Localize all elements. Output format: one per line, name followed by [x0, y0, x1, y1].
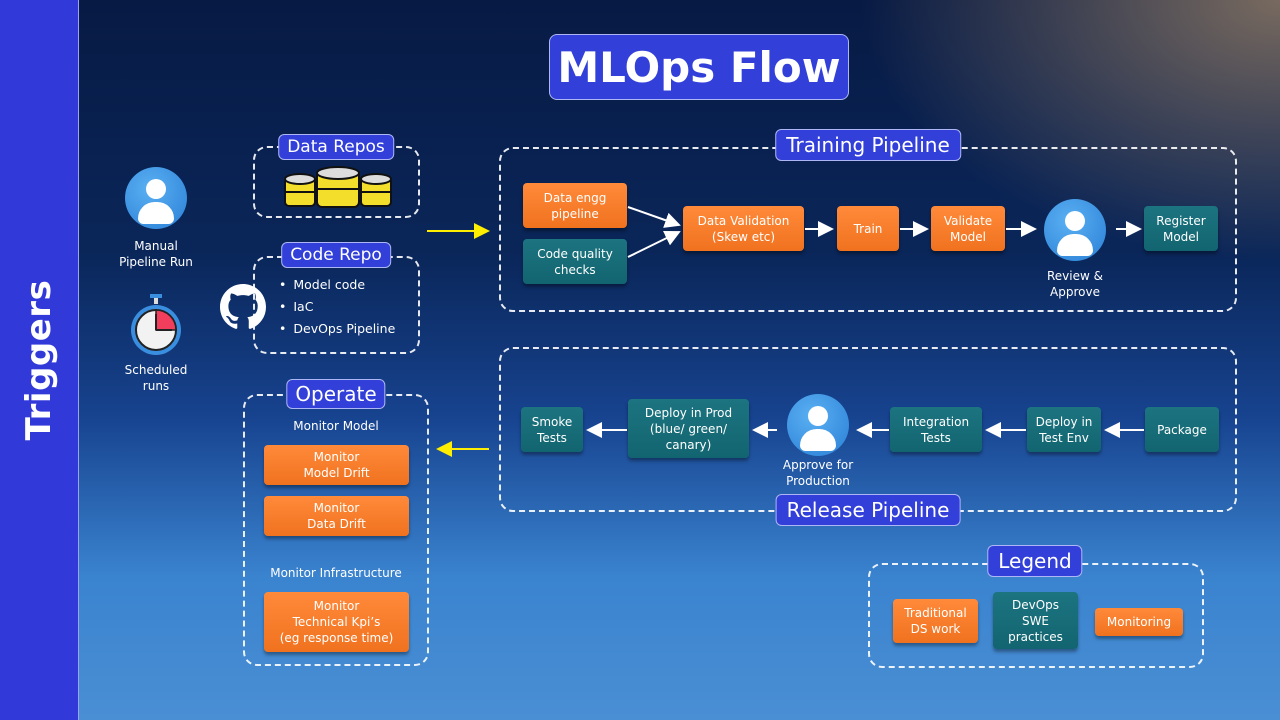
operate-label: Operate — [286, 379, 386, 409]
validate-model-node: Validate Model — [931, 206, 1005, 251]
code-quality-node: Code quality checks — [523, 239, 627, 284]
code-repo-label: Code Repo — [281, 242, 391, 268]
train-node: Train — [837, 206, 899, 251]
page-title: MLOps Flow — [549, 34, 849, 100]
monitor-model-drift-node: Monitor Model Drift — [264, 445, 409, 485]
legend-label: Legend — [987, 545, 1083, 577]
data-repos-label: Data Repos — [278, 134, 394, 160]
approve-production-user-icon — [787, 394, 849, 456]
register-model-node: Register Model — [1144, 206, 1218, 251]
code-repo-item: Model code — [279, 274, 395, 296]
review-approve-user-icon — [1044, 199, 1106, 261]
approve-production-caption: Approve for Production — [782, 458, 854, 488]
database-icon — [284, 166, 392, 208]
legend-devops-swe: DevOps SWE practices — [993, 592, 1078, 649]
review-approve-caption: Review & Approve — [1047, 269, 1103, 299]
smoke-tests-node: Smoke Tests — [521, 407, 583, 452]
legend-monitoring: Monitoring — [1095, 608, 1183, 636]
data-validation-node: Data Validation (Skew etc) — [683, 206, 804, 251]
stopwatch-icon — [131, 294, 181, 355]
code-repo-item: IaC — [279, 296, 395, 318]
code-repo-list: Model code IaC DevOps Pipeline — [279, 274, 395, 340]
manual-run-caption: Manual Pipeline Run — [119, 239, 193, 269]
deploy-prod-node: Deploy in Prod (blue/ green/ canary) — [628, 399, 749, 458]
monitor-data-drift-node: Monitor Data Drift — [264, 496, 409, 536]
integration-tests-node: Integration Tests — [890, 407, 982, 452]
monitor-model-heading: Monitor Model — [293, 419, 379, 433]
code-repo-item: DevOps Pipeline — [279, 318, 395, 340]
release-pipeline-group — [499, 347, 1237, 512]
deploy-test-env-node: Deploy in Test Env — [1027, 407, 1101, 452]
legend-traditional-ds: Traditional DS work — [893, 599, 978, 643]
training-pipeline-label: Training Pipeline — [775, 129, 961, 161]
package-node: Package — [1145, 407, 1219, 452]
monitor-infra-heading: Monitor Infrastructure — [270, 566, 402, 580]
scheduled-runs-caption: Scheduled runs — [124, 363, 188, 393]
data-engg-pipeline-node: Data engg pipeline — [523, 183, 627, 228]
triggers-label: Triggers — [19, 279, 59, 441]
release-pipeline-label: Release Pipeline — [775, 494, 961, 526]
triggers-sidebar: Triggers — [0, 0, 79, 720]
manual-run-user-icon — [125, 167, 187, 229]
monitor-technical-kpis-node: Monitor Technical Kpi’s (eg response tim… — [264, 592, 409, 652]
